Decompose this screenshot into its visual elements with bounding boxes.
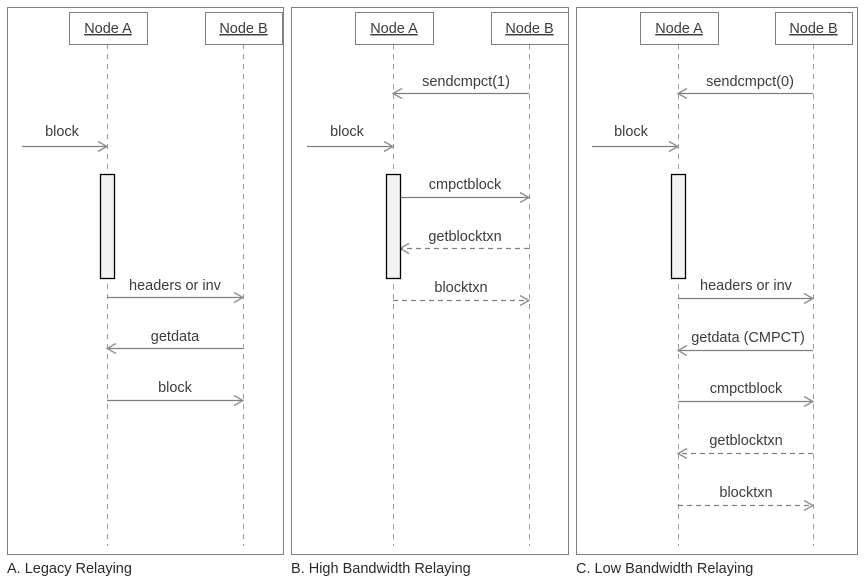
message-block: block: [22, 124, 109, 153]
panel-frame: [576, 7, 858, 555]
message-label: sendcmpct(0): [706, 74, 794, 90]
actor-box-node-b[interactable]: [205, 12, 283, 45]
message-arrowhead: [519, 191, 531, 204]
panel-caption: B. High Bandwidth Relaying: [291, 561, 471, 577]
message-arrowhead: [97, 140, 109, 153]
panel-caption: A. Legacy Relaying: [7, 561, 132, 577]
message-label: headers or inv: [129, 278, 222, 294]
actor-label-node-b: Node B: [789, 21, 837, 37]
message-sendcmpct-0: sendcmpct(0): [676, 74, 813, 100]
panel-a: Node A Node B block headers or inv getdata bl…: [7, 7, 284, 577]
message-arrowhead: [676, 344, 688, 357]
actor-box-node-a[interactable]: [640, 12, 719, 45]
message-getdata-cmpct: getdata (CMPCT): [676, 330, 813, 357]
actor-label-node-a: Node A: [655, 21, 703, 37]
message-blocktxn: blocktxn: [678, 485, 815, 512]
activation-bar: [385, 173, 402, 280]
panel-c: Node A Node B sendcmpct(0) block headers or …: [576, 7, 858, 577]
actor-box-node-b[interactable]: [775, 12, 853, 45]
actor-label-node-b: Node B: [505, 21, 553, 37]
message-arrowhead: [803, 292, 815, 305]
message-arrowhead: [519, 294, 531, 307]
actor-label-node-b: Node B: [219, 21, 267, 37]
message-arrowhead: [233, 291, 245, 304]
panel-frame: [291, 7, 569, 555]
panel-b: Node A Node B sendcmpct(1) block cmpctblock g…: [291, 7, 569, 577]
message-label: cmpctblock: [710, 381, 783, 397]
message-label: cmpctblock: [429, 177, 502, 193]
message-label: block: [45, 124, 80, 140]
message-label: headers or inv: [700, 278, 793, 294]
message-label: getdata (CMPCT): [691, 330, 805, 346]
message-headers-or-inv: headers or inv: [678, 278, 815, 305]
message-arrowhead: [676, 87, 688, 100]
panel-caption: C. Low Bandwidth Relaying: [576, 561, 753, 577]
actor-box-node-a[interactable]: [69, 12, 148, 45]
message-arrowhead: [668, 140, 680, 153]
message-block: block: [107, 380, 245, 407]
message-arrowhead: [233, 394, 245, 407]
message-arrowhead: [105, 342, 117, 355]
actor-label-node-a: Node A: [84, 21, 132, 37]
message-label: getdata: [151, 329, 200, 345]
message-label: block: [614, 124, 649, 140]
message-arrowhead: [803, 499, 815, 512]
actor-box-node-a[interactable]: [355, 12, 434, 45]
activation-bar: [99, 173, 116, 280]
message-getblocktxn: getblocktxn: [676, 433, 813, 460]
message-block: block: [307, 124, 395, 153]
actor-label-node-a: Node A: [370, 21, 418, 37]
actor-box-node-b[interactable]: [491, 12, 569, 45]
message-headers-or-inv: headers or inv: [107, 278, 245, 304]
message-getdata: getdata: [105, 329, 243, 355]
message-arrowhead: [803, 395, 815, 408]
message-label: blocktxn: [434, 280, 487, 296]
message-sendcmpct-1: sendcmpct(1): [391, 74, 529, 100]
message-blocktxn: blocktxn: [393, 280, 531, 307]
panels-container: Node A Node B block headers or inv getdata bl…: [7, 7, 858, 577]
message-cmpctblock: cmpctblock: [678, 381, 815, 408]
message-label: block: [330, 124, 365, 140]
message-label: getblocktxn: [709, 433, 782, 449]
panel-frame: [7, 7, 284, 555]
message-label: blocktxn: [719, 485, 772, 501]
message-cmpctblock: cmpctblock: [400, 177, 531, 204]
message-label: getblocktxn: [428, 229, 501, 245]
message-arrowhead: [383, 140, 395, 153]
message-label: sendcmpct(1): [422, 74, 510, 90]
message-arrowhead: [391, 87, 403, 100]
activation-bar: [670, 173, 687, 280]
message-arrowhead: [676, 447, 688, 460]
message-block: block: [592, 124, 680, 153]
message-label: block: [158, 380, 193, 396]
